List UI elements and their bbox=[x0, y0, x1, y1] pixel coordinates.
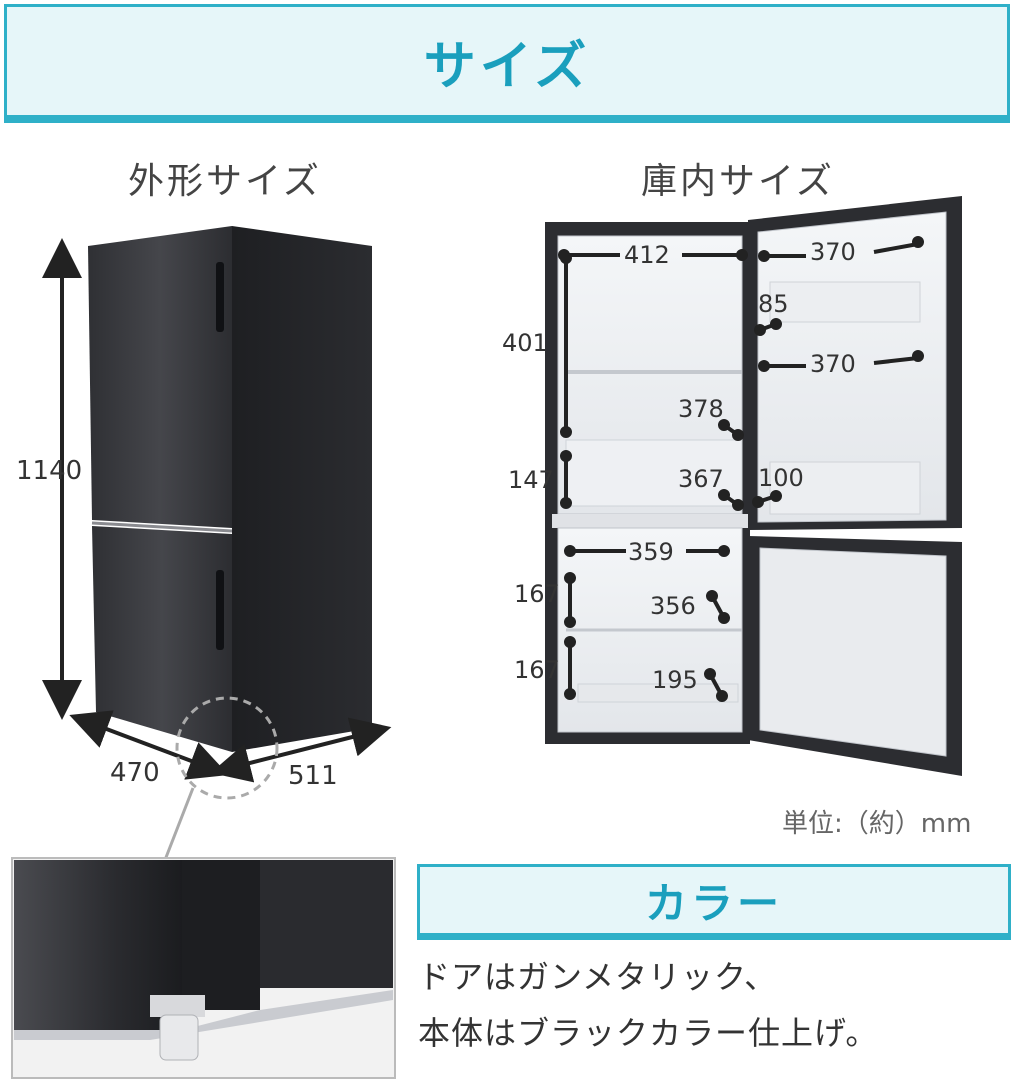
foot-detail-photo bbox=[11, 857, 396, 1079]
door-pocket-bottom-label: 100 bbox=[758, 464, 804, 492]
exterior-depth-label: 511 bbox=[288, 761, 338, 791]
depth-arrow bbox=[210, 717, 392, 783]
freezer-upper-depth-label: 356 bbox=[650, 592, 696, 620]
crisper-height-label: 147 bbox=[508, 466, 554, 494]
exterior-size-heading: 外形サイズ bbox=[128, 161, 322, 202]
width-arrow bbox=[69, 710, 229, 780]
freezer-lower-height-label: 167 bbox=[514, 656, 560, 684]
exterior-fridge-illustration bbox=[88, 226, 372, 752]
freezer-lower-depth-label: 195 bbox=[652, 666, 698, 694]
exterior-width-label: 470 bbox=[110, 758, 160, 788]
door-width-bottom-label: 370 bbox=[810, 350, 856, 378]
freezer-width-label: 359 bbox=[628, 538, 674, 566]
interior-fridge-illustration bbox=[545, 196, 962, 776]
unit-note: 単位:（約）mm bbox=[782, 809, 972, 839]
color-title: カラー bbox=[644, 878, 783, 928]
shelf-depth-label: 378 bbox=[678, 395, 724, 423]
fridge-width-label: 412 bbox=[624, 241, 670, 269]
size-title-banner: サイズ bbox=[4, 4, 1010, 118]
color-description-line-2: 本体はブラックカラー仕上げ。 bbox=[418, 1014, 879, 1052]
exterior-height-label: 1140 bbox=[16, 456, 83, 486]
zoom-circle bbox=[175, 696, 279, 800]
door-pocket-top-label: 85 bbox=[758, 290, 789, 318]
interior-size-heading: 庫内サイズ bbox=[641, 161, 835, 202]
color-description-line-1: ドアはガンメタリック、 bbox=[418, 958, 778, 996]
size-title: サイズ bbox=[423, 36, 591, 97]
color-title-banner: カラー bbox=[417, 864, 1011, 936]
freezer-upper-height-label: 167 bbox=[514, 580, 560, 608]
crisper-depth-label: 367 bbox=[678, 465, 724, 493]
fridge-height-label: 401 bbox=[502, 329, 548, 357]
door-width-top-label: 370 bbox=[810, 238, 856, 266]
